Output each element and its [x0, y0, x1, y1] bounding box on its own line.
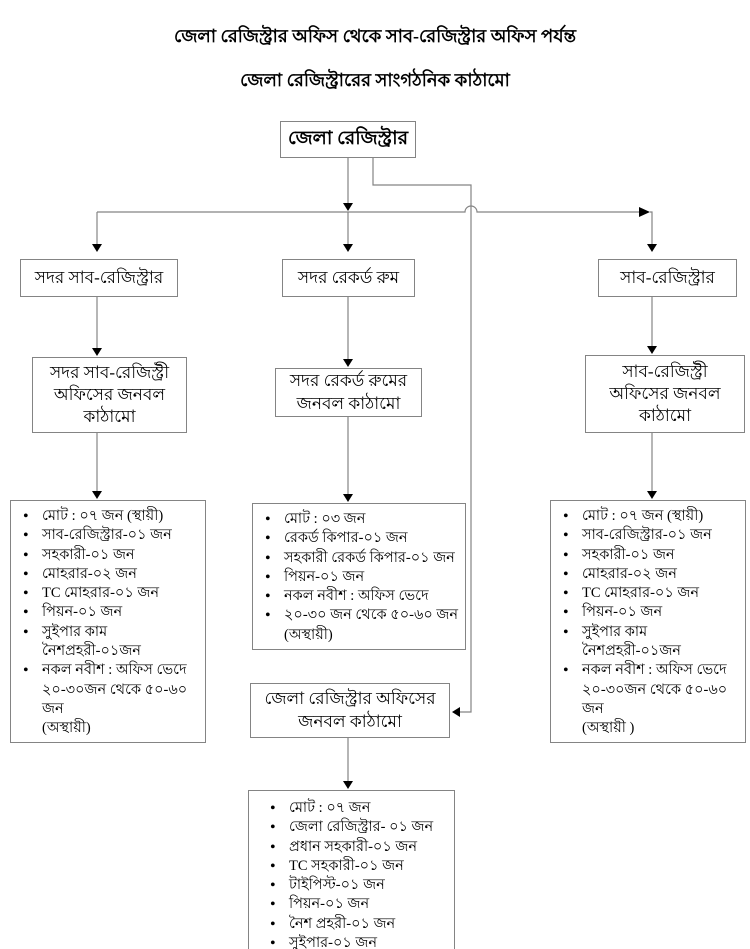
staff-list-item: TC মোহরার-০১ জন: [551, 583, 743, 605]
staff-list-items: মোট : ০৭ জন (স্থায়ী)সাব-রেজিস্ট্রার-০১ …: [551, 506, 743, 738]
staff-list-item: পিয়ন-০১ জন: [551, 602, 743, 624]
staff-list-item: মোহরার-০২ জন: [11, 564, 203, 586]
page-title-line2: জেলা রেজিস্ট্রারের সাংগঠনিক কাঠামো: [240, 69, 510, 90]
staff-list-item: সুইপার কাম নৈশপ্রহরী-০১জন: [551, 622, 743, 662]
arrowhead-down: [647, 346, 657, 354]
staff-list-item: সাব-রেজিস্ট্রার-০১ জন: [551, 525, 743, 547]
node-sadar-record-room: সদর রেকর্ড রুম: [282, 259, 415, 297]
node-district-registrar-office-staff-structure: জেলা রেজিস্ট্রার অফিসের জনবল কাঠামো: [250, 683, 450, 738]
arrowhead-down: [343, 359, 353, 367]
staff-list-item: মোট : ০৩ জন: [253, 509, 463, 531]
arrowhead-down: [343, 781, 353, 789]
connector-line: [650, 211, 653, 244]
staff-list-sub-registry: মোট : ০৭ জন (স্থায়ী)সাব-রেজিস্ট্রার-০১ …: [550, 500, 746, 744]
staff-list-item: পিয়ন-০১ জন: [11, 602, 203, 624]
staff-list-item: সাব-রেজিস্ট্রার-০১ জন: [11, 525, 203, 547]
node-sadar-sub-registrar: সদর সাব-রেজিস্ট্রার: [20, 259, 178, 297]
staff-list-item: ২০-৩০ জন থেকে ৫০-৬০ জন (অস্থায়ী): [253, 605, 463, 645]
staff-list-item: পিয়ন-০১ জন: [249, 894, 452, 916]
node-sadar-sub-registry-staff-structure: সদর সাব-রেজিস্ট্রী অফিসের জনবল কাঠামো: [32, 357, 187, 433]
staff-list-item: TC সহকারী-০১ জন: [249, 856, 452, 878]
staff-list-district-registrar-office: মোট : ০৭ জনজেলা রেজিস্ট্রার- ০১ জনপ্রধান…: [248, 790, 455, 949]
staff-list-item: সহকারী-০১ জন: [551, 545, 743, 567]
staff-list-sadar-sub-registry: মোট : ০৭ জন (স্থায়ী)সাব-রেজিস্ট্রার-০১ …: [10, 500, 206, 744]
staff-list-item: পিয়ন-০১ জন: [253, 567, 463, 589]
arrowhead-down: [647, 491, 657, 499]
staff-list-item: রেকর্ড কিপার-০১ জন: [253, 528, 463, 550]
arrowhead-down: [343, 494, 353, 502]
node-sadar-record-room-staff-structure: সদর রেকর্ড রুমের জনবল কাঠামো: [275, 368, 422, 417]
staff-list-item: প্রধান সহকারী-০১ জন: [249, 837, 452, 859]
arrowhead-left: [452, 707, 460, 717]
arrowhead-down: [343, 244, 353, 252]
staff-list-item: জেলা রেজিস্ট্রার- ০১ জন: [249, 817, 452, 839]
arrowhead-down: [92, 348, 102, 356]
staff-list-item: সুইপার কাম নৈশপ্রহরী-০১জন: [11, 622, 203, 662]
staff-list-item: মোহরার-০২ জন: [551, 564, 743, 586]
staff-list-item: মোট : ০৭ জন (স্থায়ী): [551, 506, 743, 528]
arrowhead-down: [92, 491, 102, 499]
staff-list-item: নকল নবীশ : অফিস ভেদে ২০-৩০জন থেকে ৫০-৬০ …: [551, 660, 743, 738]
node-sub-registrar: সাব-রেজিস্ট্রার: [598, 259, 737, 297]
staff-list-item: মোট : ০৭ জন: [249, 798, 452, 820]
node-sub-registry-staff-structure: সাব-রেজিস্ট্রী অফিসের জনবল কাঠামো: [585, 355, 745, 433]
arrowhead-down: [343, 203, 353, 211]
node-district-registrar: জেলা রেজিস্ট্রার: [280, 121, 416, 158]
staff-list-item: সহকারী রেকর্ড কিপার-০১ জন: [253, 548, 463, 570]
staff-list-items: মোট : ০৩ জনরেকর্ড কিপার-০১ জনসহকারী রেকর…: [253, 509, 463, 645]
page-title: জেলা রেজিস্ট্রার অফিস থেকে সাব-রেজিস্ট্র…: [0, 4, 750, 114]
page-title-line1: জেলা রেজিস্ট্রার অফিস থেকে সাব-রেজিস্ট্র…: [174, 25, 576, 46]
arrowhead-down: [647, 244, 657, 252]
staff-list-item: TC মোহরার-০১ জন: [11, 583, 203, 605]
staff-list-item: টাইপিস্ট-০১ জন: [249, 875, 452, 897]
staff-list-item: নকল নবীশ : অফিস ভেদে ২০-৩০জন থেকে ৫০-৬০ …: [11, 660, 203, 738]
connector-bus: [97, 205, 639, 213]
arrowhead-down: [92, 244, 102, 252]
arrowhead-right: [639, 207, 650, 217]
staff-list-items: মোট : ০৭ জন (স্থায়ী)সাব-রেজিস্ট্রার-০১ …: [11, 506, 203, 738]
staff-list-item: নকল নবীশ : অফিস ভেদে: [253, 586, 463, 608]
staff-list-items: মোট : ০৭ জনজেলা রেজিস্ট্রার- ০১ জনপ্রধান…: [249, 798, 452, 949]
connector-long: [372, 158, 472, 713]
staff-list-sadar-record-room: মোট : ০৩ জনরেকর্ড কিপার-০১ জনসহকারী রেকর…: [252, 503, 466, 650]
staff-list-item: মোট : ০৭ জন (স্থায়ী): [11, 506, 203, 528]
staff-list-item: সুইপার-০১ জন: [249, 933, 452, 949]
staff-list-item: নৈশ প্রহরী-০১ জন: [249, 914, 452, 936]
staff-list-item: সহকারী-০১ জন: [11, 545, 203, 567]
